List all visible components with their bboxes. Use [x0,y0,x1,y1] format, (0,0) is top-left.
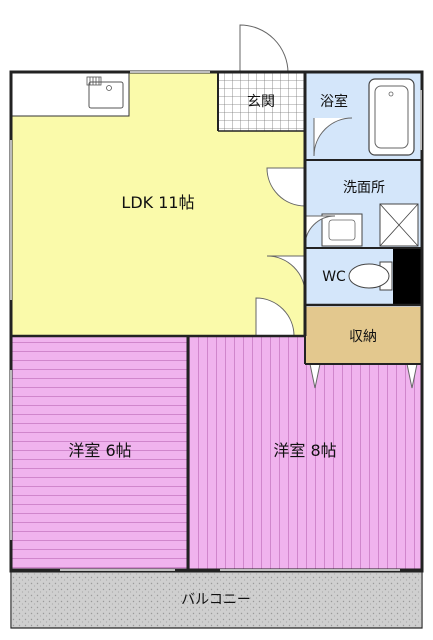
washroom-label: 洗面所 [343,180,385,196]
balcony-label: バルコニー [181,592,251,608]
walls [9,70,424,629]
storage-floor [305,307,421,364]
western-room-6-floor [12,336,188,570]
entrance-label: 玄関 [247,93,275,110]
wc-label: WC [322,269,346,285]
bath-label: 浴室 [320,93,348,110]
western-room-8-label: 洋室 8帖 [273,441,336,460]
western-room-8-floor [188,336,421,570]
toilet-icon [348,261,393,291]
balcony-floor [12,570,421,628]
pipe-shaft [393,248,421,305]
western-room-6-label: 洋室 6帖 [68,441,131,460]
entrance-floor [218,73,305,131]
door-swings [239,24,353,337]
stove-icon [86,76,112,91]
kitchen-sink [88,81,124,109]
ldk-label: LDK 11帖 [121,193,194,212]
washing-machine-pan-icon [379,203,419,247]
storage-label: 収納 [349,329,377,345]
